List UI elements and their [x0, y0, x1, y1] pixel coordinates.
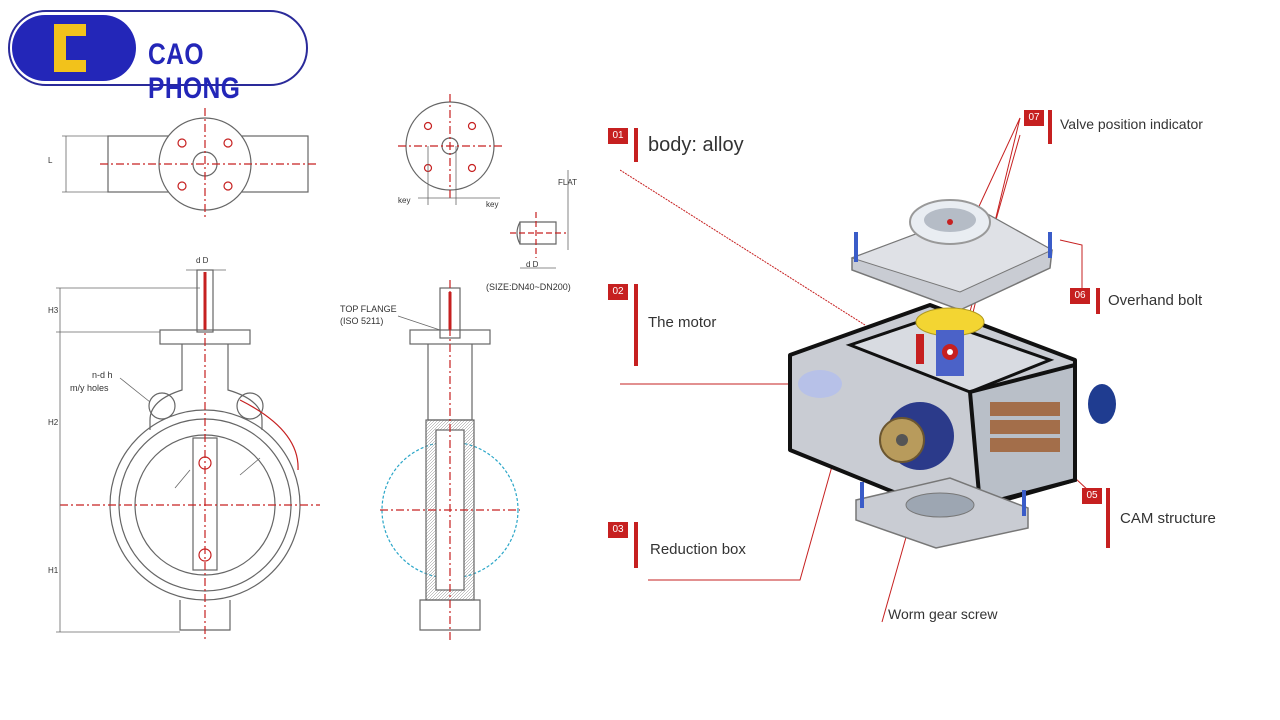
callout-bar-06 [1096, 288, 1100, 314]
brand-name: CAO PHONG [148, 38, 241, 105]
dim-dD-top: d D [196, 256, 209, 265]
dim-key-right: key [486, 200, 499, 209]
note-holes-2: m/y holes [70, 383, 109, 393]
note-top-flange-1: TOP FLANGE [340, 304, 397, 314]
callout-label-02: The motor [648, 314, 717, 331]
callout-bar-07 [1048, 110, 1052, 144]
position-indicator [915, 307, 985, 376]
callout-num-01: 01 [608, 128, 628, 144]
dim-dD-flat: d D [526, 260, 539, 269]
dim-flat: FLAT [558, 178, 577, 187]
callout-label-03: Reduction box [650, 541, 746, 558]
note-holes-1: n-d h [92, 370, 113, 380]
bottom-flange-part [855, 477, 1029, 549]
callout-label-06: Overhand bolt [1108, 292, 1203, 309]
note-top-flange-2: (ISO 5211) [340, 316, 384, 326]
actuator-illustration [620, 117, 1116, 623]
note-size-range: (SIZE:DN40~DN200) [486, 282, 571, 292]
top-cover-part [850, 199, 1054, 311]
flange-detail [398, 94, 502, 205]
callout-bar-05 [1106, 488, 1110, 548]
callout-num-03: 03 [608, 522, 628, 538]
cam-structure [990, 402, 1060, 452]
brand-logo: CAO PHONG [8, 10, 308, 105]
shaft-flat-detail [510, 170, 569, 269]
dim-H2: H2 [48, 418, 59, 427]
logo-c-icon [54, 24, 86, 72]
dim-L: L [48, 156, 53, 165]
dim-key-left: key [398, 196, 411, 205]
callout-label-04: Worm gear screw [888, 606, 998, 622]
callout-label-05: CAM structure [1120, 510, 1216, 527]
callout-label-01: body: alloy [648, 134, 744, 156]
logo-badge [8, 10, 308, 86]
callout-bar-03 [634, 522, 638, 568]
main-body-part [788, 303, 1116, 517]
front-view [56, 269, 320, 640]
callout-bar-01 [634, 128, 638, 162]
callout-num-05: 05 [1082, 488, 1102, 504]
dim-H3: H3 [48, 306, 59, 315]
technical-drawing [56, 94, 569, 640]
top-view [62, 108, 318, 220]
callout-num-07: 07 [1024, 110, 1044, 126]
callout-bar-02 [634, 284, 638, 366]
dim-H1: H1 [48, 566, 59, 575]
callout-num-06: 06 [1070, 288, 1090, 304]
side-section-view [380, 280, 520, 640]
callout-num-02: 02 [608, 284, 628, 300]
callout-label-07: Valve position indicator [1060, 116, 1203, 132]
